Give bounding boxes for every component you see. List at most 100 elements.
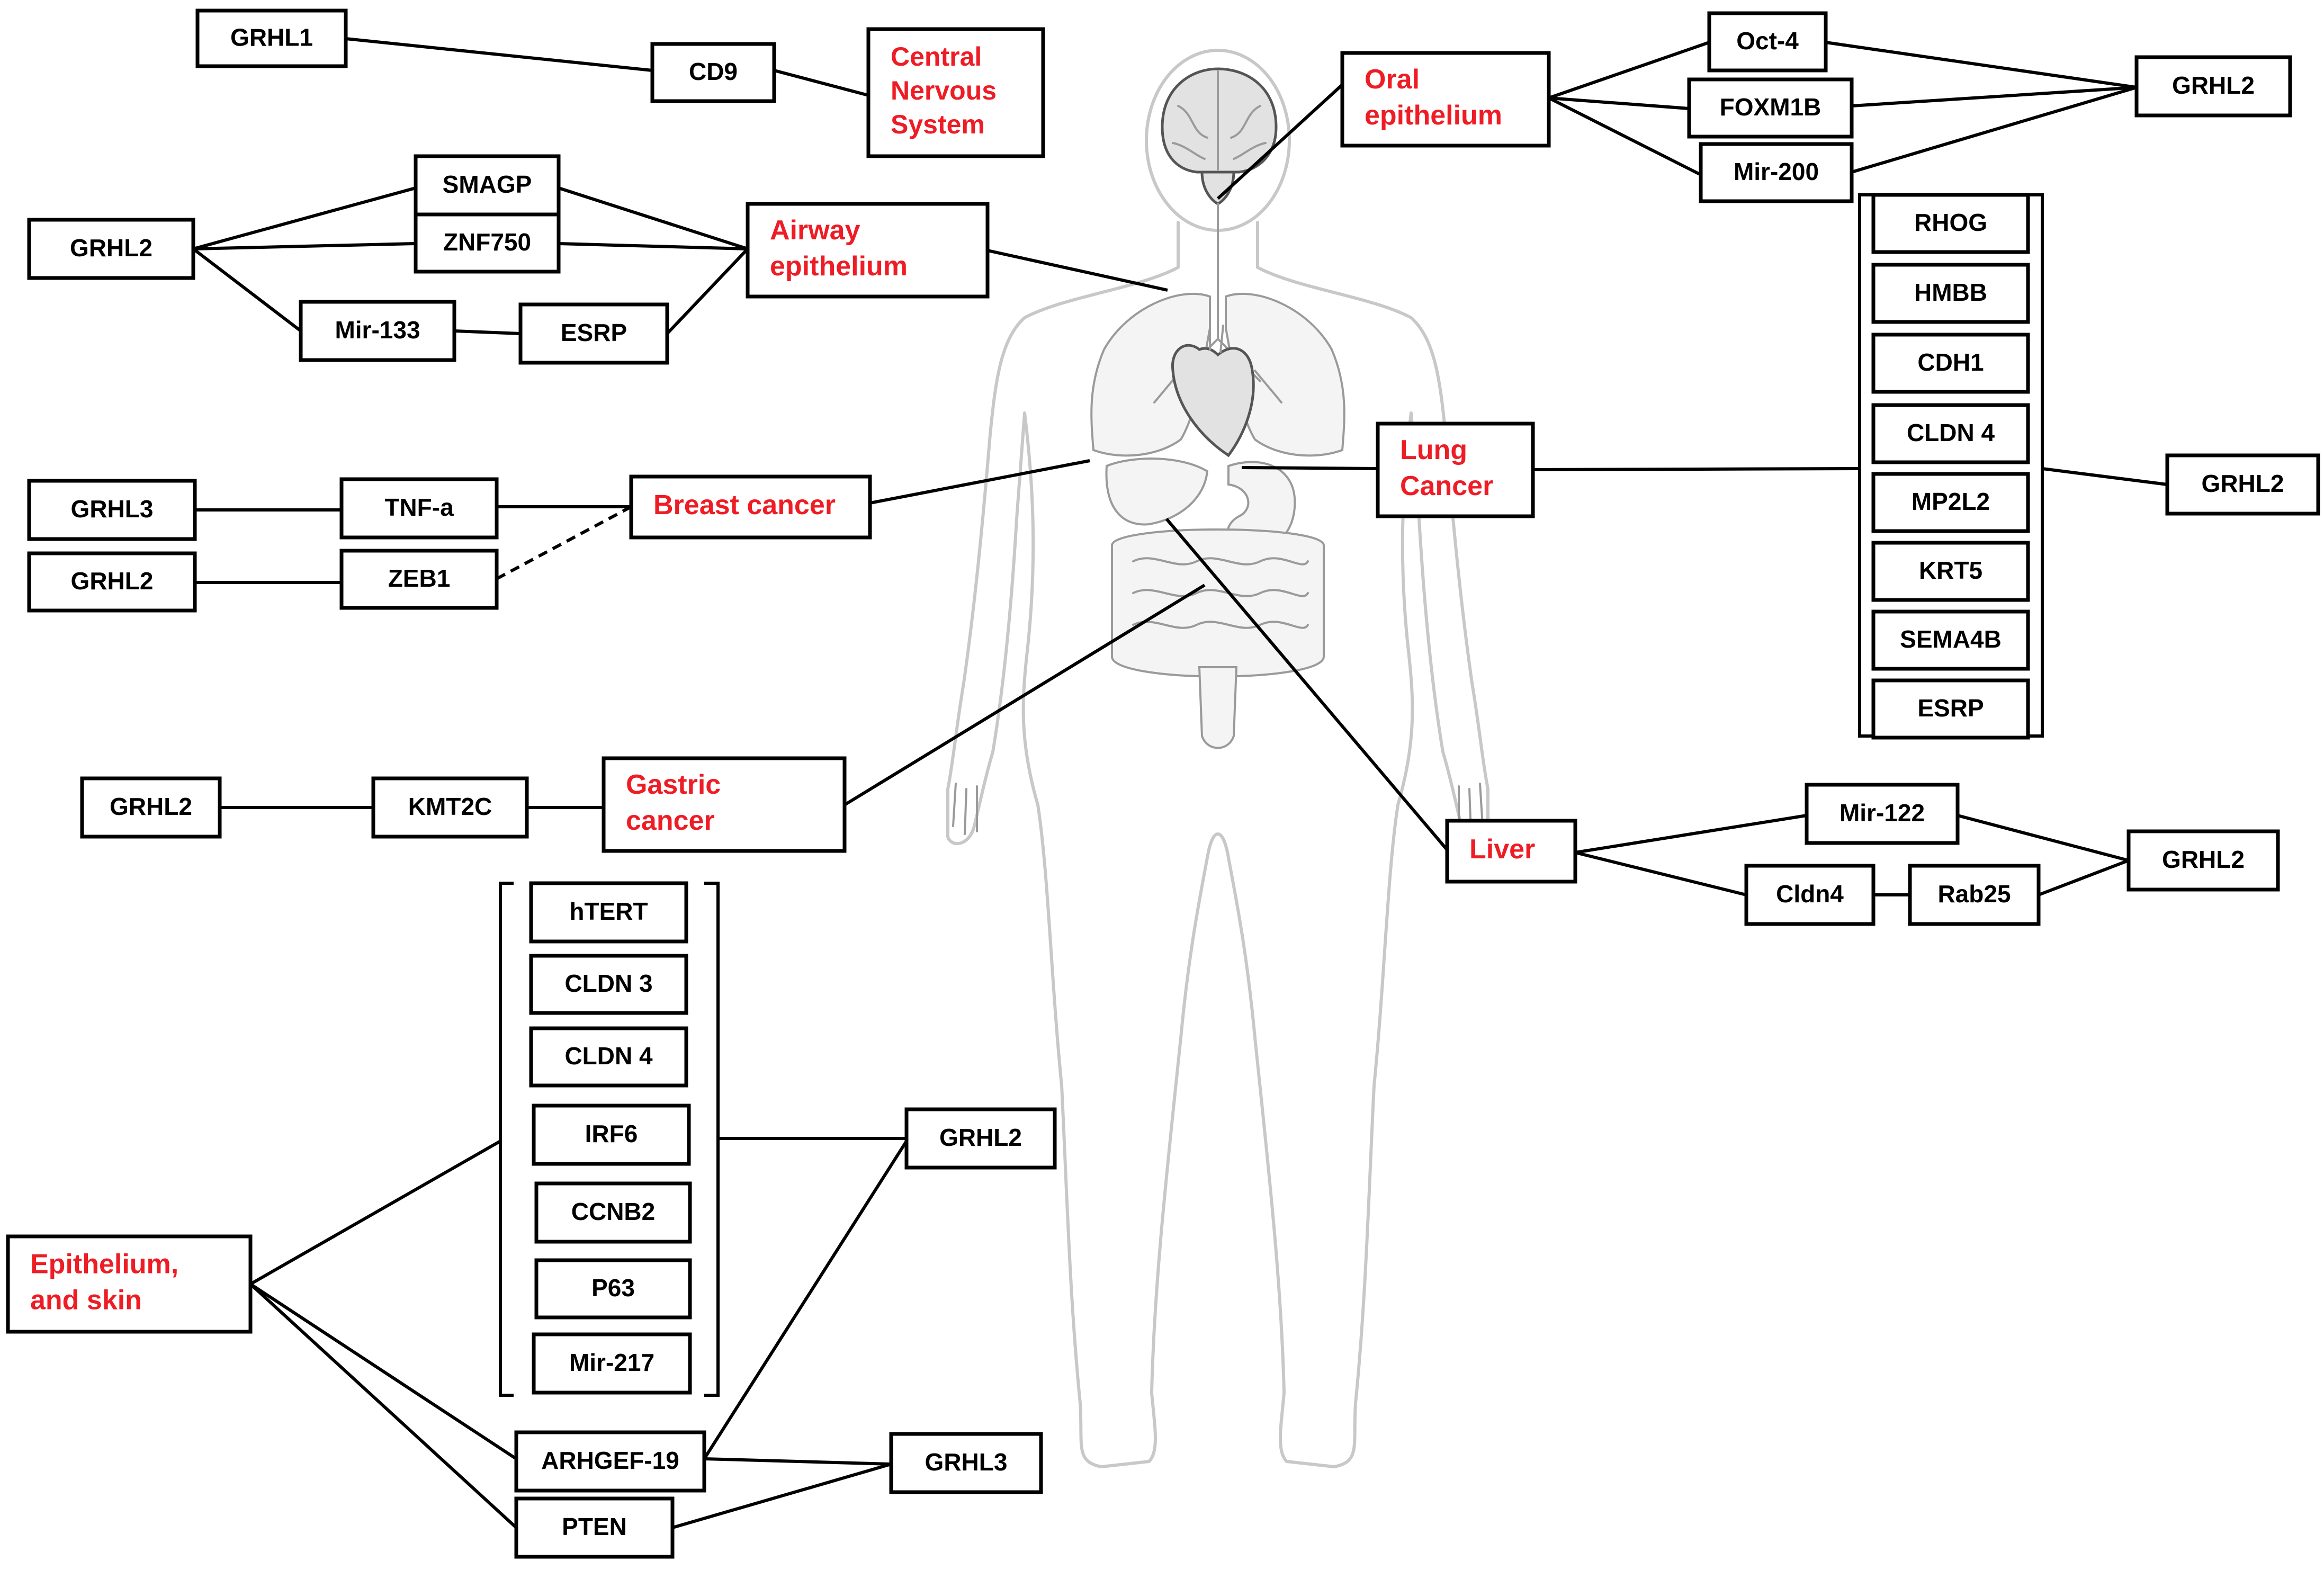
- gene-node-oral-foxm1b: FOXM1B: [1687, 77, 1854, 139]
- gene-box-frame: [27, 551, 197, 613]
- gene-box-frame: [904, 1107, 1057, 1170]
- tissue-label-oral-line-1: epithelium: [1365, 100, 1502, 131]
- gene-label: Mir-122: [1840, 799, 1925, 827]
- gene-box-frame: [532, 1104, 691, 1166]
- gene-box-frame: [2134, 55, 2292, 118]
- gene-label: ZEB1: [388, 564, 451, 592]
- gene-node-liver-rab25: Rab25: [1908, 864, 2041, 926]
- gene-node-airway-esrp: ESRP: [518, 302, 669, 365]
- gene-box-frame: [1908, 864, 2041, 926]
- tissue-label-cns-line-0: Central: [891, 42, 982, 71]
- gene-box-frame: [27, 479, 197, 541]
- gene-node-skin-p63: P63: [534, 1258, 692, 1320]
- gene-node-lung-hmbb: HMBB: [1871, 263, 2030, 324]
- gene-box-frame: [529, 881, 688, 944]
- gene-node-skin-grhl2: GRHL2: [904, 1107, 1057, 1170]
- gene-box-frame: [371, 776, 529, 839]
- tissue-label-gastric-line-1: cancer: [626, 805, 715, 836]
- gene-box-frame: [529, 1026, 688, 1088]
- gene-node-cns-grhl1: GRHL1: [195, 8, 348, 68]
- gene-box-frame: [339, 549, 499, 610]
- gene-label: GRHL2: [70, 234, 152, 262]
- gene-node-oral-mir200: Mir-200: [1699, 142, 1854, 203]
- gene-label: Mir-133: [335, 316, 420, 344]
- tissue-box-frame: [1340, 51, 1551, 148]
- gene-box-frame: [1744, 864, 1876, 926]
- gene-label: KRT5: [1919, 557, 1982, 584]
- gene-label: CLDN 4: [1907, 419, 1995, 446]
- gene-node-lung-sema4b: SEMA4B: [1871, 609, 2030, 671]
- gene-label: RHOG: [1914, 209, 1987, 236]
- gene-label: GRHL3: [925, 1448, 1008, 1476]
- tissue-box-gastric: Gastric cancer: [602, 756, 847, 853]
- gene-box-frame: [2165, 453, 2320, 516]
- gene-boxes: GRHL1CD9Oct-4FOXM1BMir-200GRHL2GRHL2SMAG…: [27, 8, 2320, 1559]
- gene-label: SMAGP: [443, 171, 532, 198]
- gene-node-skin-mir217: Mir-217: [532, 1332, 692, 1395]
- gene-node-liver-cldn4: Cldn4: [1744, 864, 1876, 926]
- gene-box-frame: [80, 776, 222, 839]
- gene-box-frame: [889, 1432, 1043, 1494]
- intestine-icon: [1111, 528, 1325, 749]
- gene-box-frame: [514, 1496, 675, 1559]
- gene-label: P63: [591, 1274, 635, 1302]
- gene-box-frame: [1871, 472, 2030, 533]
- gene-label: GRHL2: [2202, 470, 2284, 497]
- tissue-label-lung-line-1: Cancer: [1400, 471, 1493, 501]
- gene-box-frame: [299, 300, 456, 362]
- gene-box-frame: [532, 1332, 692, 1395]
- tissue-label-skin-line-0: Epithelium,: [30, 1249, 178, 1280]
- gene-label: GRHL3: [71, 495, 154, 523]
- gene-label: GRHL2: [2172, 71, 2255, 99]
- tissue-box-liver: Liver: [1445, 819, 1577, 884]
- gene-node-liver-grhl2: GRHL2: [2126, 829, 2280, 892]
- gene-label: ESRP: [1917, 694, 1984, 722]
- gene-node-airway-znf750: ZNF750: [414, 212, 561, 274]
- gene-node-lung-rhog: RHOG: [1871, 193, 2030, 254]
- gene-label: GRHL1: [230, 24, 313, 51]
- tissue-boxes: CentralNervousSystemOralepitheliumAirway…: [6, 27, 1577, 1334]
- gene-label: CCNB2: [571, 1198, 655, 1225]
- gene-box-frame: [518, 302, 669, 365]
- tissue-label-airway-line-0: Airway: [770, 215, 860, 246]
- gene-box-frame: [414, 212, 561, 274]
- human-body-icon: [946, 49, 1489, 1468]
- tissue-label-gastric-line-0: Gastric: [626, 769, 721, 800]
- gene-box-frame: [414, 154, 561, 217]
- gene-node-lung-esrp: ESRP: [1871, 678, 2030, 740]
- gene-label: CLDN 4: [564, 1042, 653, 1070]
- gene-node-lung-krt5: KRT5: [1871, 541, 2030, 602]
- brain-icon: [1161, 67, 1278, 205]
- gene-label: hTERT: [569, 898, 648, 925]
- gene-node-breast-tnfa: TNF-a: [339, 477, 499, 540]
- gene-label: CD9: [689, 58, 738, 85]
- tissue-box-frame: [866, 27, 1045, 158]
- gene-label: TNF-a: [384, 494, 454, 521]
- gene-label: GRHL2: [939, 1124, 1022, 1151]
- gene-node-cns-cd9: CD9: [650, 42, 776, 103]
- gene-box-frame: [514, 1430, 706, 1493]
- tissue-box-breast: Breast cancer: [629, 474, 872, 540]
- gene-node-lung-mp2l2: MP2L2: [1871, 472, 2030, 533]
- gene-box-frame: [650, 42, 776, 103]
- tissue-label-lung-line-0: Lung: [1400, 435, 1467, 465]
- gene-label: GRHL2: [71, 567, 154, 595]
- gene-node-liver-mir122: Mir-122: [1805, 783, 1960, 845]
- gene-box-frame: [1871, 403, 2030, 464]
- heart-icon: [1171, 322, 1255, 457]
- gene-node-airway-smagp: SMAGP: [414, 154, 561, 217]
- gene-node-skin-grhl3: GRHL3: [889, 1432, 1043, 1494]
- tissue-label-airway-line-1: epithelium: [770, 251, 908, 282]
- tissue-box-airway: Airway epithelium: [746, 202, 990, 299]
- gene-box-frame: [339, 477, 499, 540]
- gene-node-airway-mir133: Mir-133: [299, 300, 456, 362]
- gene-node-skin-ccnb2: CCNB2: [534, 1181, 692, 1244]
- gene-label: Rab25: [1937, 880, 2011, 908]
- gene-box-frame: [1871, 263, 2030, 324]
- gene-node-oral-oct4: Oct-4: [1707, 11, 1828, 73]
- gene-label: KMT2C: [408, 793, 492, 820]
- gene-box-frame: [1871, 609, 2030, 671]
